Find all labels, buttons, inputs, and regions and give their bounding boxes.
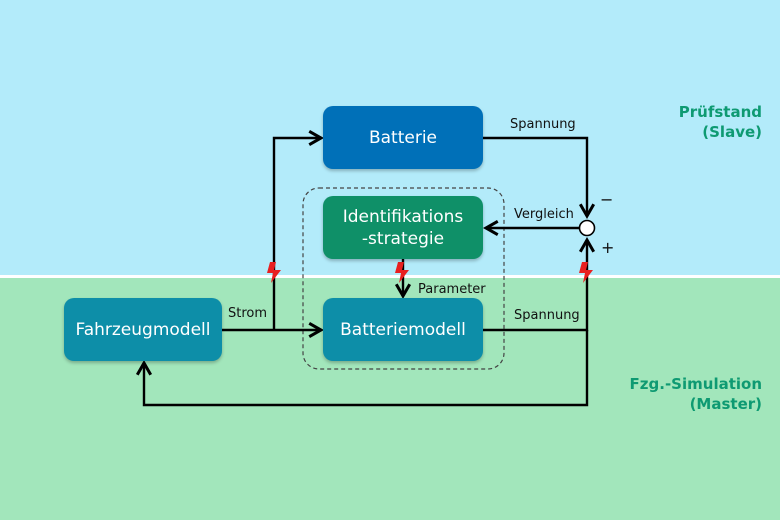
pruefstand-title: Prüfstand (Slave) bbox=[679, 102, 762, 142]
fahrzeugmodell-block: Fahrzeugmodell bbox=[64, 298, 222, 361]
spannung-top-label: Spannung bbox=[510, 117, 576, 132]
simulation-title: Fzg.-Simulation (Master) bbox=[630, 374, 762, 414]
identification-group-outline bbox=[302, 187, 505, 370]
interface-lightning-icon bbox=[267, 262, 281, 283]
simulation-title-line1: Fzg.-Simulation bbox=[629, 375, 762, 393]
parameter-label: Parameter bbox=[418, 282, 486, 297]
battmodell-label: Batteriemodell bbox=[340, 319, 466, 340]
interface-lightning-icon bbox=[395, 262, 409, 283]
identifikationsstrategie-block: Identifikations -strategie bbox=[323, 196, 483, 259]
comparator-circle bbox=[578, 219, 596, 237]
batterie-block: Batterie bbox=[323, 106, 483, 169]
comparator-plus-sign: + bbox=[601, 238, 615, 257]
zone-divider bbox=[0, 275, 780, 278]
strom-to-batterie-line bbox=[272, 129, 325, 330]
comparator-minus-sign: − bbox=[600, 190, 614, 209]
batterie-label: Batterie bbox=[368, 127, 438, 148]
ident-label-line1: Identifikations bbox=[342, 206, 464, 227]
simulation-title-line2: (Master) bbox=[689, 395, 762, 413]
strom-label: Strom bbox=[228, 306, 268, 321]
feedback-to-fahrzeug-line bbox=[135, 330, 589, 407]
ident-label-line2: -strategie bbox=[361, 228, 445, 249]
fahrzeug-label: Fahrzeugmodell bbox=[75, 319, 211, 340]
interface-lightning-icon bbox=[579, 262, 593, 283]
vergleich-label: Vergleich bbox=[514, 207, 574, 222]
batteriemodell-block: Batteriemodell bbox=[323, 298, 483, 361]
pruefstand-title-line1: Prüfstand bbox=[678, 103, 762, 121]
spannung-bottom-label: Spannung bbox=[514, 308, 580, 323]
spannung-to-comparator-line bbox=[483, 136, 596, 220]
pruefstand-title-line2: (Slave) bbox=[702, 123, 762, 141]
